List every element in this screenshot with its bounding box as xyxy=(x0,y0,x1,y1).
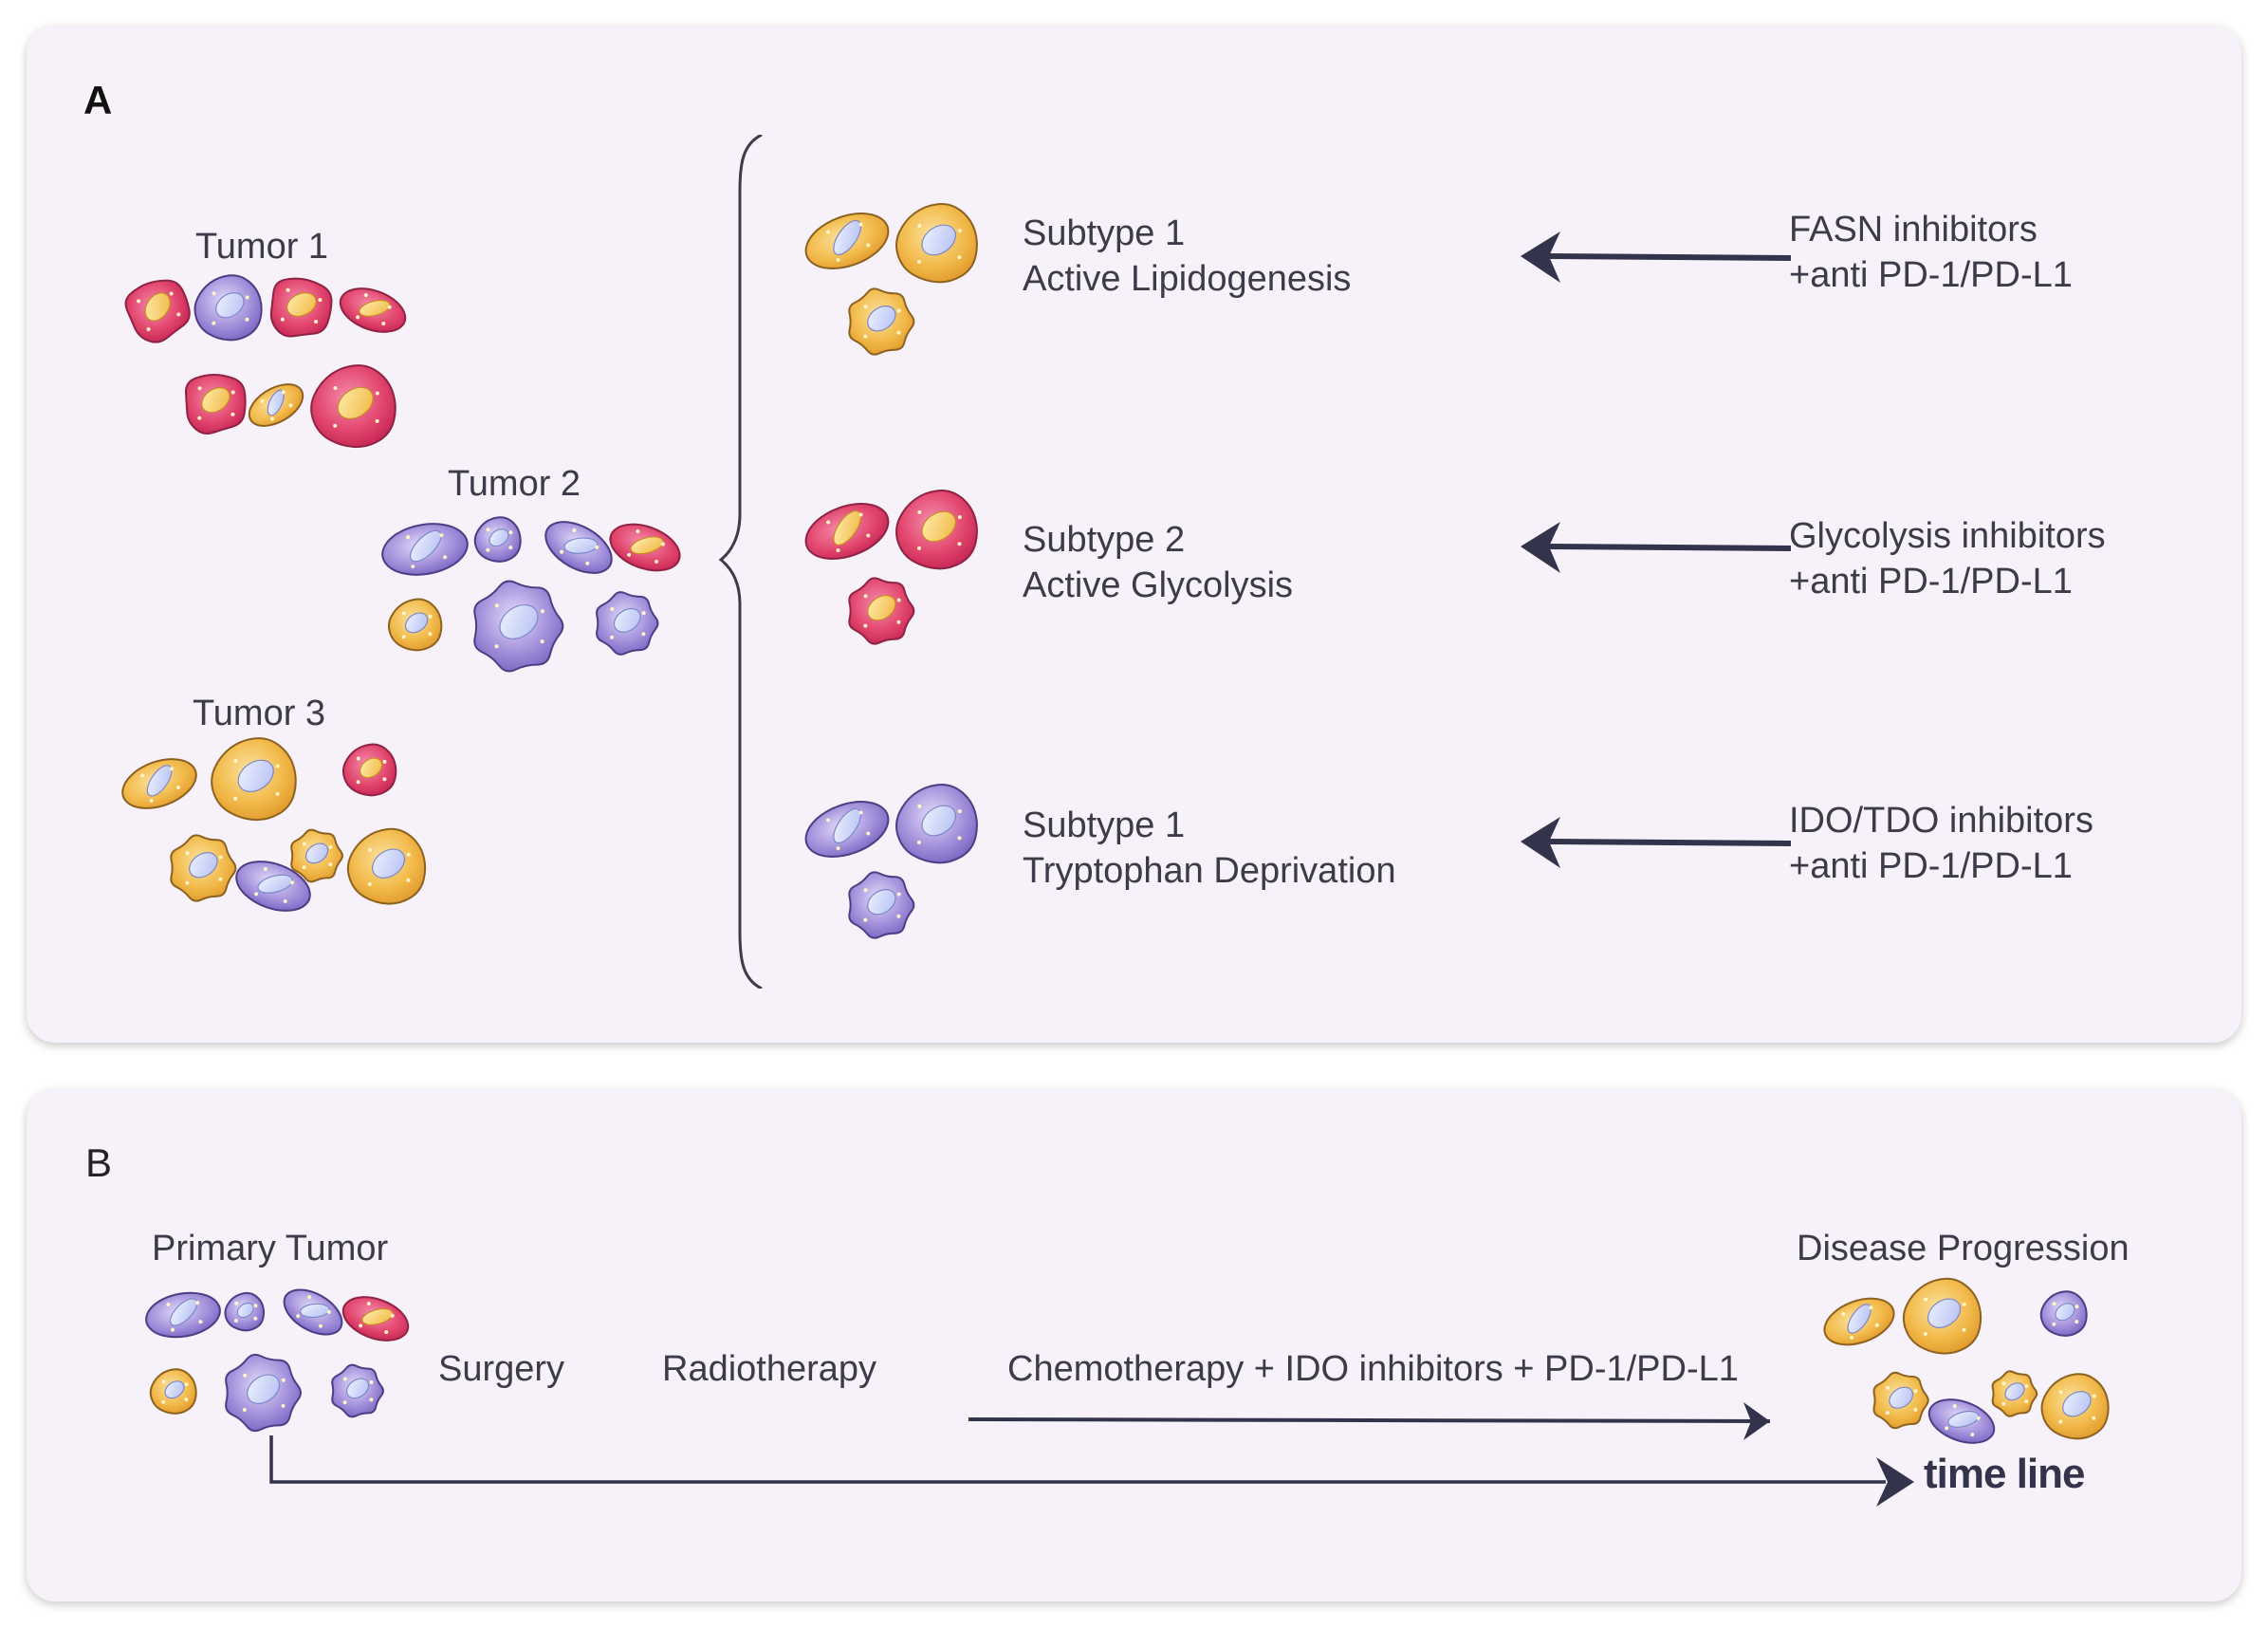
timeline-arrows xyxy=(269,1402,1914,1507)
yellow-cell xyxy=(1823,1297,1895,1346)
red-cell xyxy=(269,277,333,338)
purple-cell xyxy=(283,1288,343,1336)
purple-cell xyxy=(804,801,890,858)
yellow-cell xyxy=(170,834,237,902)
therapy-3-line-1: IDO/TDO inhibitors xyxy=(1789,801,2093,841)
therapy-3-line-2: +anti PD-1/PD-L1 xyxy=(1789,846,2073,886)
yellow-cell xyxy=(2040,1373,2110,1440)
therapy-2-line-1: Glycolysis inhibitors xyxy=(1789,516,2106,556)
red-cell xyxy=(895,489,978,570)
yellow-cell xyxy=(804,213,890,269)
primary-tumor-label: Primary Tumor xyxy=(152,1229,389,1268)
therapy-1-line-2: +anti PD-1/PD-L1 xyxy=(1789,255,2073,295)
therapy-2-line-2: +anti PD-1/PD-L1 xyxy=(1789,562,2073,602)
panel-a: A Tumor 1 Tumor 2 Tumor 3 Subtype 1 Acti… xyxy=(27,26,2241,1043)
purple-cell xyxy=(145,1291,221,1339)
yellow-cell xyxy=(848,287,915,356)
red-cell xyxy=(339,287,407,333)
subtype-2-cells xyxy=(804,489,978,645)
subtype-3-desc: Tryptophan Deprivation xyxy=(1023,851,1396,891)
yellow-cell xyxy=(290,828,343,883)
red-cell xyxy=(609,523,681,572)
therapy-1-line-1: FASN inhibitors xyxy=(1789,210,2038,250)
subtype-1-desc: Active Lipidogenesis xyxy=(1023,259,1352,299)
primary-tumor-cells xyxy=(145,1288,410,1433)
tumor-3-label: Tumor 3 xyxy=(193,694,326,733)
purple-cell xyxy=(848,871,915,939)
purple-cell xyxy=(596,591,659,656)
yellow-cell xyxy=(387,598,443,652)
purple-cell xyxy=(235,861,311,912)
subtype-1-cells xyxy=(804,202,978,356)
subtype-1-title: Subtype 1 xyxy=(1023,213,1186,253)
tumor-1-label: Tumor 1 xyxy=(195,227,329,267)
purple-cell xyxy=(194,274,263,342)
tumor-2-cells xyxy=(381,516,681,673)
therapy-2-arrow xyxy=(1521,522,1791,573)
progression-cells xyxy=(1823,1277,2110,1444)
purple-cell xyxy=(895,783,978,864)
panel-b-label: B xyxy=(85,1140,113,1185)
panel-a-label: A xyxy=(83,78,113,122)
purple-cell xyxy=(225,1353,302,1433)
subtype-2-desc: Active Glycolysis xyxy=(1023,565,1294,605)
disease-progression-label: Disease Progression xyxy=(1797,1229,2130,1268)
purple-cell xyxy=(473,516,522,563)
red-cell xyxy=(341,743,397,797)
therapy-1-arrow xyxy=(1521,231,1791,283)
red-cell xyxy=(124,279,191,343)
red-cell xyxy=(310,364,396,449)
grouping-brace xyxy=(719,135,763,989)
purple-cell xyxy=(2039,1290,2088,1337)
subtype-2-title: Subtype 2 xyxy=(1023,520,1186,560)
yellow-cell xyxy=(1902,1277,1982,1355)
subtype-3-cells xyxy=(804,783,978,939)
yellow-cell xyxy=(1991,1370,2038,1417)
chemotherapy-label: Chemotherapy + IDO inhibitors + PD-1/PD-… xyxy=(1007,1349,1739,1389)
tumor-1-cells xyxy=(124,274,407,449)
subtype-3-title: Subtype 1 xyxy=(1023,805,1186,845)
tumor-3-cells xyxy=(121,737,427,912)
yellow-cell xyxy=(1872,1371,1929,1430)
yellow-cell xyxy=(895,202,978,284)
purple-cell xyxy=(381,523,469,576)
yellow-cell xyxy=(121,758,197,809)
purple-cell xyxy=(473,580,564,673)
purple-cell xyxy=(331,1363,384,1418)
red-cell xyxy=(804,503,890,560)
red-cell xyxy=(184,373,247,435)
therapy-3-arrow xyxy=(1521,817,1791,868)
yellow-cell xyxy=(149,1368,197,1415)
purple-cell xyxy=(224,1291,266,1332)
panel-b: B Primary Tumor Surgery Radiotherapy Che… xyxy=(27,1089,2241,1601)
radiotherapy-label: Radiotherapy xyxy=(662,1349,877,1389)
timeline-label: time line xyxy=(1924,1451,2085,1497)
yellow-cell xyxy=(346,827,427,905)
purple-cell xyxy=(1927,1398,1996,1444)
purple-cell xyxy=(544,521,613,574)
red-cell xyxy=(848,577,915,645)
yellow-cell xyxy=(248,383,304,427)
red-cell xyxy=(341,1296,410,1342)
surgery-label: Surgery xyxy=(438,1349,565,1389)
yellow-cell xyxy=(211,737,297,822)
tumor-2-label: Tumor 2 xyxy=(448,464,581,504)
